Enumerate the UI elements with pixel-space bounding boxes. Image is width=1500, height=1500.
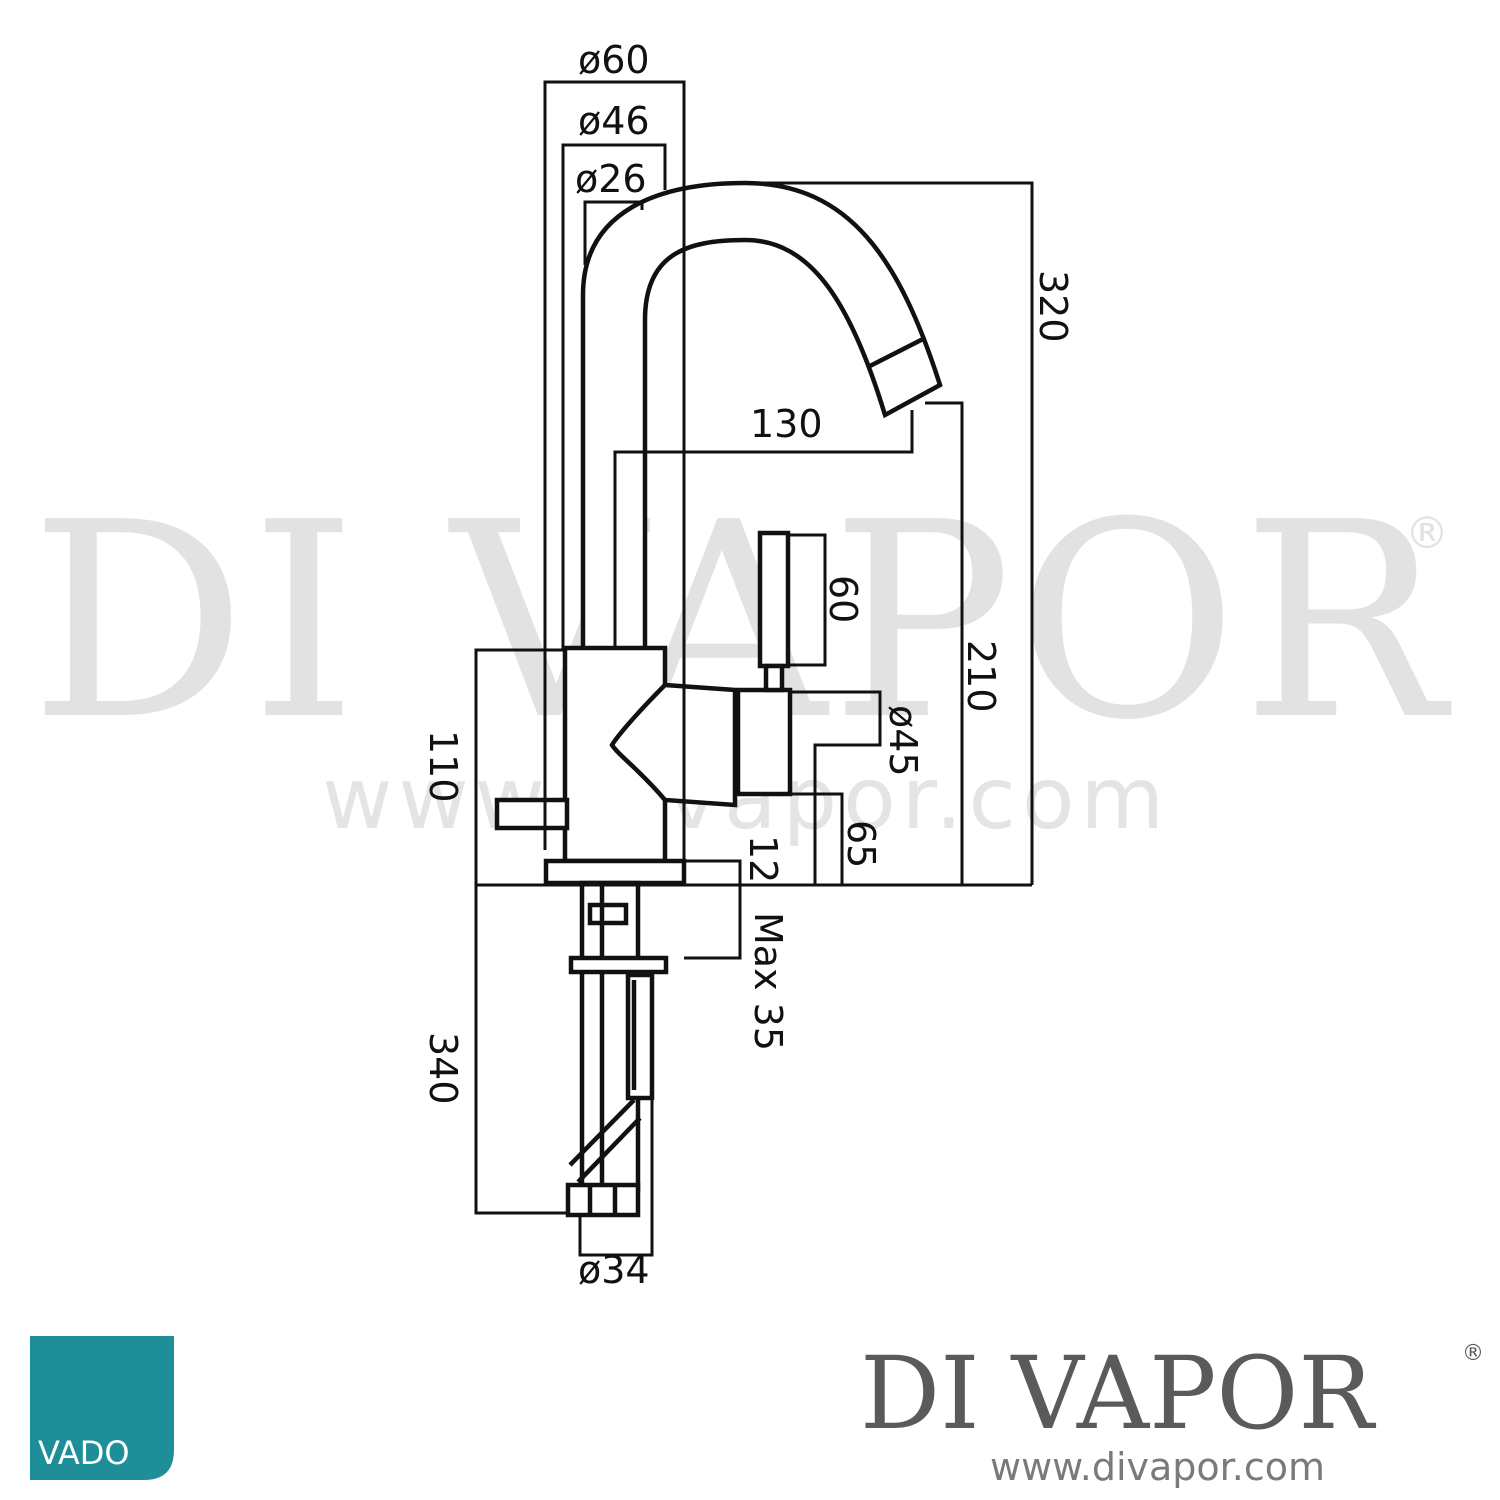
label-d45: ø45 [881,705,925,777]
tail-diagonal-a [568,1098,636,1167]
dimension-labels: ø60 ø46 ø26 130 ø34 320 60 210 ø45 110 1… [421,38,1075,1292]
dim-line-max35 [684,883,742,960]
label-12: 12 [741,835,785,883]
dim-line-65 [790,792,844,885]
dim-line-110 [474,648,565,885]
dim-line-130 [613,410,914,650]
dim-line-340 [474,885,568,1215]
label-d60: ø60 [578,38,650,82]
back-nut [568,955,669,975]
dim-line-lever-60 [788,533,827,667]
dim-line-d34 [578,1100,654,1257]
dim-line-12 [684,859,742,885]
divapor-logo-url: www.divapor.com [990,1445,1325,1489]
divapor-logo: DI VAPOR ® www.divapor.com [860,1335,1484,1489]
side-pin [494,797,570,831]
flexible-hose [625,972,655,1101]
dim-line-d45 [790,690,882,885]
label-320: 320 [1031,270,1075,343]
dim-line-210 [925,401,964,885]
bottom-nut [565,1182,641,1218]
lever-housing [735,687,793,797]
label-lever-60: 60 [821,575,865,623]
dim-line-320 [745,181,1034,885]
vado-logo-tile [30,1336,174,1480]
label-d34: ø34 [578,1248,650,1292]
divapor-logo-text: DI VAPOR [860,1335,1376,1452]
dim-line-d26 [583,200,644,265]
label-d46: ø46 [578,99,650,143]
dim-line-d60 [543,80,686,860]
mixer-cone [609,682,738,808]
dimension-lines [474,80,1034,1257]
label-110: 110 [421,730,465,803]
dim-line-d46 [561,143,667,650]
lever-stem [763,663,785,693]
base-plate [543,858,687,886]
shank-nut [587,902,629,926]
label-max35: Max 35 [746,912,790,1051]
divapor-logo-registered: ® [1462,1341,1484,1366]
label-210: 210 [959,640,1003,713]
label-65: 65 [839,820,883,868]
lever-handle [757,530,791,669]
tail-diagonal-b [576,1116,642,1184]
label-d26: ø26 [575,157,647,201]
vado-logo: VADO [30,1336,174,1480]
label-340: 340 [421,1032,465,1105]
watermark-registered: ® [1405,508,1449,559]
label-130: 130 [750,402,823,446]
faucet-outline [494,180,943,1218]
spout-outlet-line [866,335,927,370]
spout-tube [580,180,943,653]
vado-logo-text: VADO [38,1434,130,1472]
